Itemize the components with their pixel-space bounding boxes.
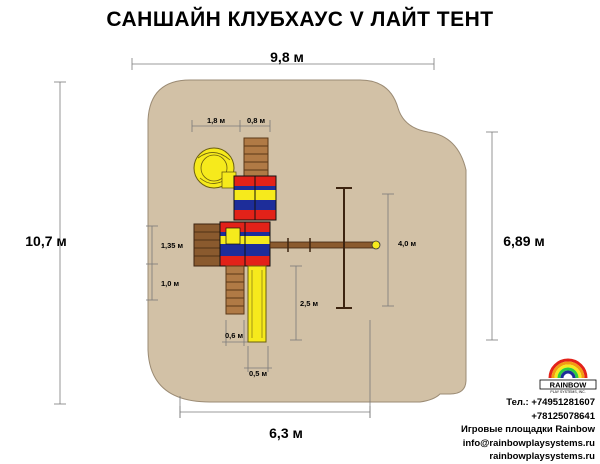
dim-width-total: 9,8 м [270,49,304,65]
lower-tower [219,221,271,267]
top-ladder [243,137,269,177]
dim-depth-right: 6,89 м [503,233,545,249]
dim-bottom-2: 0,5 м [249,369,268,378]
rainbow-logo: RAINBOW PLAY SYSTEMS, INC. [539,358,597,394]
dim-left-1: 1,35 м [161,241,184,250]
dim-height-total: 10,7 м [25,233,67,249]
contact-phone-1: Тел.: +74951281607 [506,397,595,408]
swing-beam [269,187,381,309]
dim-slide: 2,5 м [300,299,319,308]
contact-phone-2: +78125078641 [531,410,595,422]
dim-bottom-1: 0,6 м [225,331,244,340]
page-title: САНШАЙН КЛУБХАУС V ЛАЙТ ТЕНТ [106,8,494,31]
contact-site[interactable]: rainbowplaysystems.ru [489,451,595,462]
contact-block: Тел.: +74951281607 +78125078641 Игровые … [440,396,595,464]
logo-subtext: PLAY SYSTEMS, INC. [550,390,585,394]
straight-slide [247,265,267,343]
dim-left-2: 1,0 м [161,279,180,288]
contact-company: Игровые площадки Rainbow [461,424,595,435]
upper-tower [233,175,277,221]
logo-text: RAINBOW [550,381,588,390]
dim-top-2: 0,8 м [247,116,266,125]
left-deck [193,223,221,267]
dim-top-1: 1,8 м [207,116,226,125]
dim-swing: 4,0 м [398,239,417,248]
contact-email[interactable]: info@rainbowplaysystems.ru [462,437,595,449]
lower-ladder [225,265,245,315]
dim-width-bottom: 6,3 м [269,425,303,441]
tube-slide [193,147,237,189]
dimension-lines [54,58,498,418]
